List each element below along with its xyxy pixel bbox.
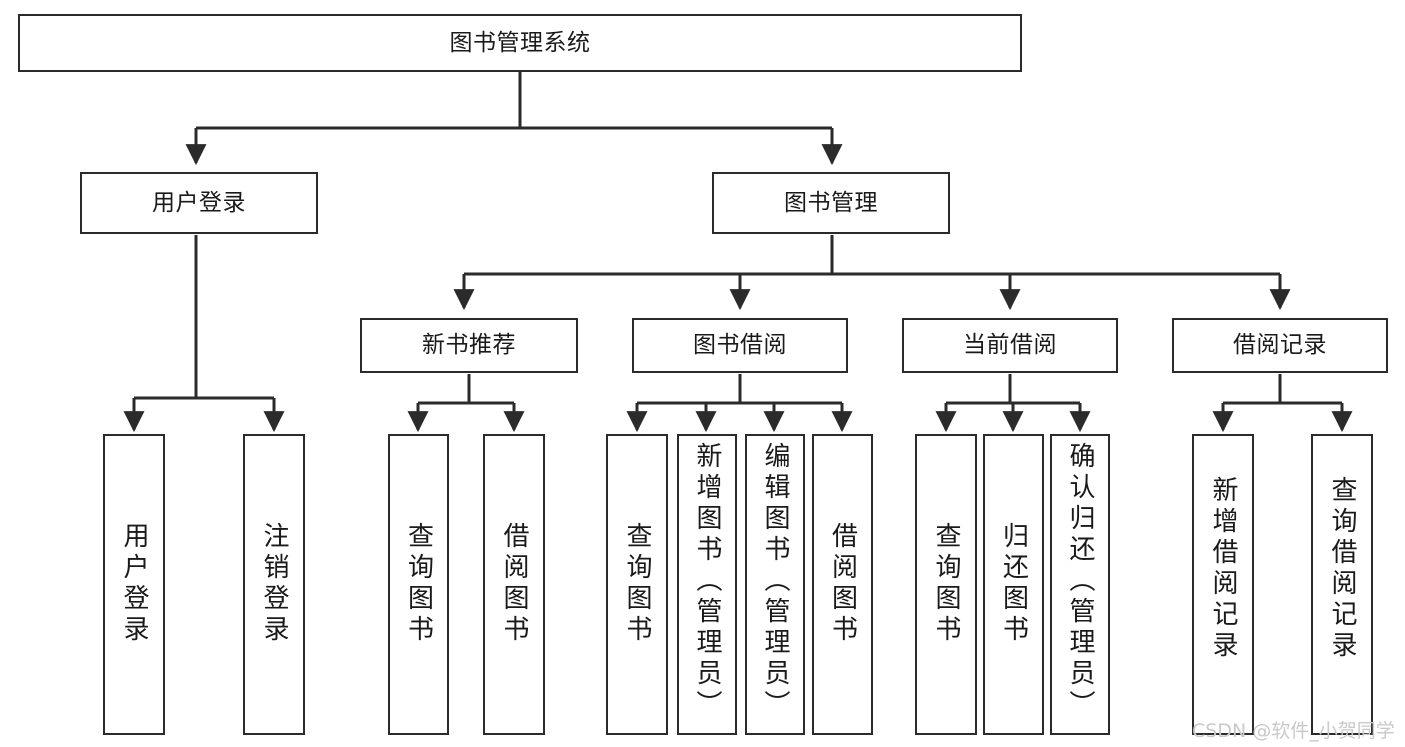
leaf-query-book-3-label: 查询图书 xyxy=(931,522,961,646)
leaf-edit-book[interactable]: 编辑图书（管理员） xyxy=(745,434,805,735)
node-user-login[interactable]: 用户登录 xyxy=(80,172,318,234)
leaf-user-login-label: 用户登录 xyxy=(119,522,149,646)
leaf-borrow-book-1-label: 借阅图书 xyxy=(499,522,529,646)
leaf-logout-login[interactable]: 注销登录 xyxy=(243,434,305,735)
node-current-borrow-label: 当前借阅 xyxy=(963,332,1057,359)
leaf-user-login[interactable]: 用户登录 xyxy=(103,434,165,735)
leaf-add-book-label: 新增图书（管理员） xyxy=(692,442,722,721)
leaf-return-book[interactable]: 归还图书 xyxy=(983,434,1044,735)
node-new-book-recommend[interactable]: 新书推荐 xyxy=(360,318,578,373)
csdn-watermark: CSDN @软件_小贺同学 xyxy=(1192,720,1395,742)
leaf-query-book-1[interactable]: 查询图书 xyxy=(388,434,449,735)
leaf-query-book-2[interactable]: 查询图书 xyxy=(606,434,668,735)
leaf-query-record[interactable]: 查询借阅记录 xyxy=(1311,434,1373,735)
leaf-query-book-3[interactable]: 查询图书 xyxy=(915,434,977,735)
node-borrow-record[interactable]: 借阅记录 xyxy=(1172,318,1388,373)
node-user-login-label: 用户登录 xyxy=(152,189,246,216)
node-book-manage-label: 图书管理 xyxy=(784,189,878,216)
leaf-query-book-2-label: 查询图书 xyxy=(622,522,652,646)
leaf-add-book[interactable]: 新增图书（管理员） xyxy=(677,434,737,735)
leaf-query-record-label: 查询借阅记录 xyxy=(1327,476,1357,662)
leaf-return-book-label: 归还图书 xyxy=(998,522,1029,646)
leaf-borrow-book-2-label: 借阅图书 xyxy=(827,522,858,646)
leaf-edit-book-label: 编辑图书（管理员） xyxy=(760,442,790,721)
leaf-query-book-1-label: 查询图书 xyxy=(403,522,434,646)
leaf-borrow-book-2[interactable]: 借阅图书 xyxy=(812,434,873,735)
leaf-confirm-return[interactable]: 确认归还（管理员） xyxy=(1050,434,1110,735)
leaf-add-record[interactable]: 新增借阅记录 xyxy=(1192,434,1254,735)
node-borrow-record-label: 借阅记录 xyxy=(1233,332,1327,359)
node-root[interactable]: 图书管理系统 xyxy=(18,14,1022,72)
node-root-label: 图书管理系统 xyxy=(449,29,591,56)
leaf-borrow-book-1[interactable]: 借阅图书 xyxy=(483,434,545,735)
node-book-borrow[interactable]: 图书借阅 xyxy=(632,318,848,373)
node-current-borrow[interactable]: 当前借阅 xyxy=(902,318,1118,373)
node-book-manage[interactable]: 图书管理 xyxy=(712,172,950,234)
leaf-logout-login-label: 注销登录 xyxy=(259,522,289,646)
node-new-book-recommend-label: 新书推荐 xyxy=(422,332,516,359)
node-book-borrow-label: 图书借阅 xyxy=(693,332,787,359)
leaf-confirm-return-label: 确认归还（管理员） xyxy=(1065,442,1095,721)
leaf-add-record-label: 新增借阅记录 xyxy=(1208,476,1238,662)
